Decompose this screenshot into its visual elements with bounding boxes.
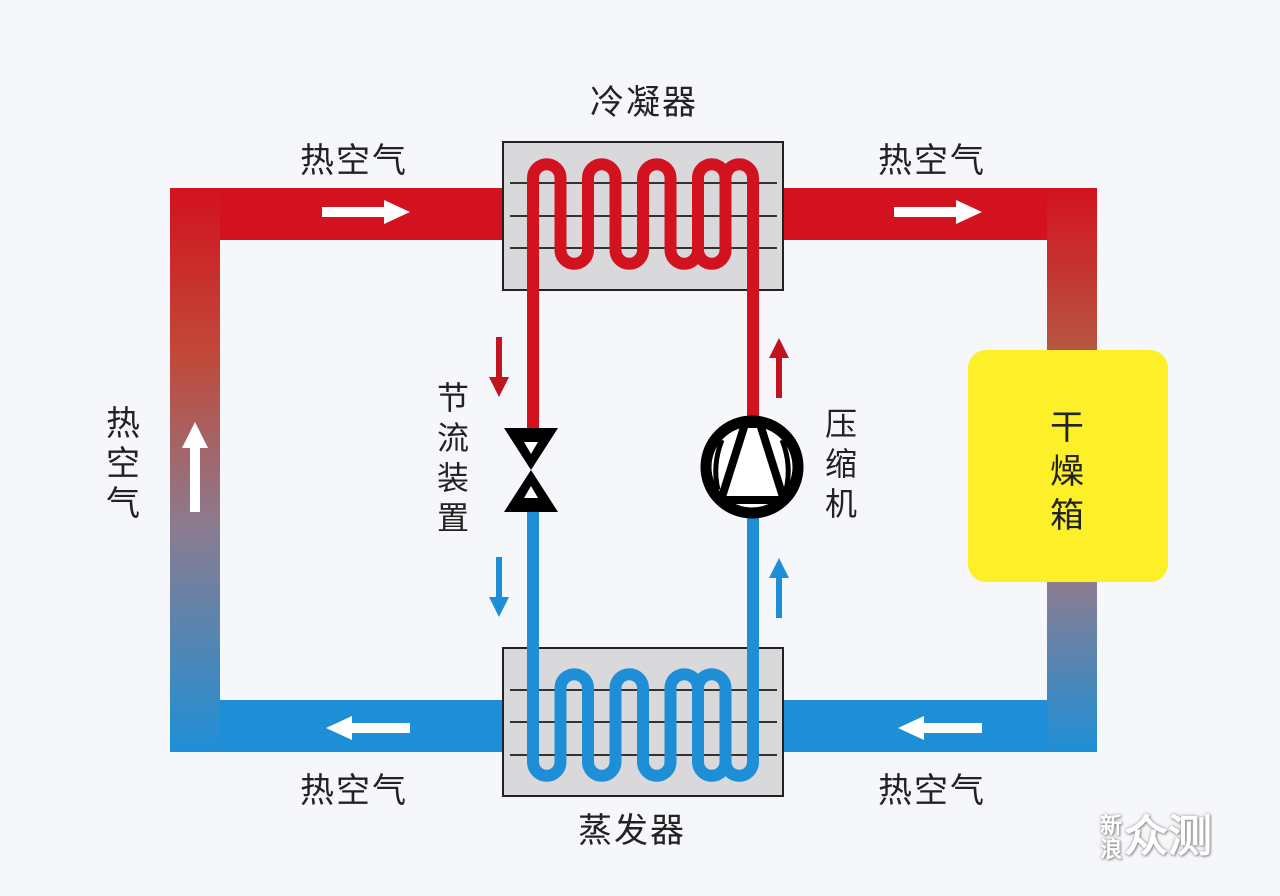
hot-air-label: 热空气 xyxy=(300,141,408,181)
arrow-up-icon xyxy=(769,558,789,618)
arrow-right-icon xyxy=(322,200,410,224)
arrow-left-icon xyxy=(326,716,410,740)
condenser-label: 冷凝器 xyxy=(590,83,698,123)
cold-refrigerant-pipe xyxy=(527,512,759,782)
arrow-down-icon xyxy=(489,337,509,397)
throttle-label: 节流装置 xyxy=(436,379,471,537)
watermark-big: 众测 xyxy=(1124,811,1212,862)
dryer-label: 干燥箱 xyxy=(1050,408,1086,536)
dryer-box xyxy=(968,350,1168,582)
evaporator-label: 蒸发器 xyxy=(578,811,686,851)
arrow-up-icon xyxy=(182,422,208,512)
compressor-label: 压缩机 xyxy=(824,405,859,523)
arrow-left-icon xyxy=(898,716,982,740)
hot-air-label: 热空气 xyxy=(878,771,986,811)
watermark-small: 新浪 xyxy=(1100,814,1123,863)
arrow-down-icon xyxy=(489,557,509,617)
hot-air-label: 热空气 xyxy=(106,404,142,524)
arrow-right-icon xyxy=(894,200,982,224)
hot-refrigerant-pipe xyxy=(527,158,759,428)
hot-air-label: 热空气 xyxy=(300,771,408,811)
throttle-valve-icon xyxy=(504,428,558,512)
watermark: 新浪众测 xyxy=(1100,800,1212,864)
compressor-icon xyxy=(700,415,804,519)
hot-air-label: 热空气 xyxy=(878,141,986,181)
arrow-up-icon xyxy=(769,338,789,398)
